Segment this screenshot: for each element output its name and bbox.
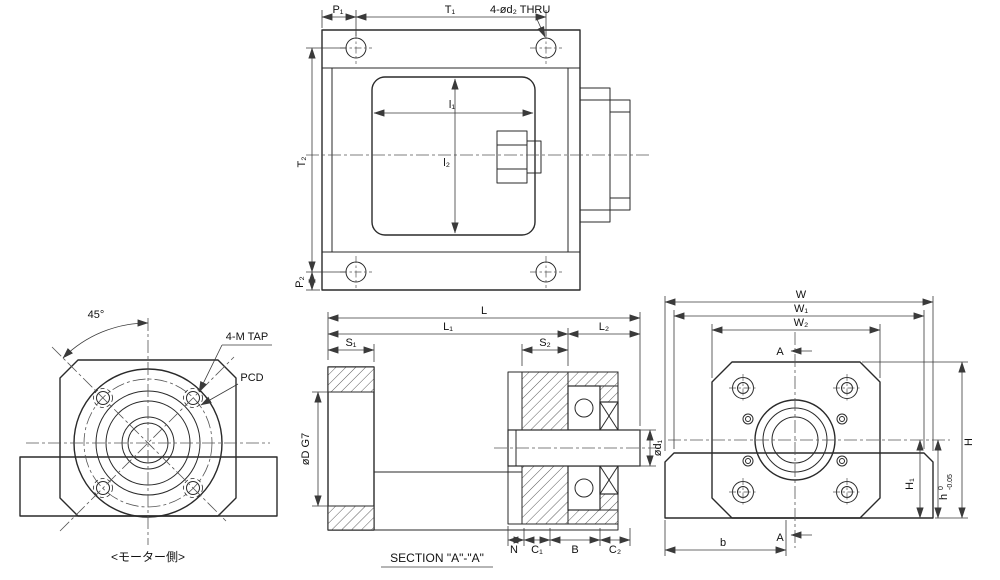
dim-label-L1: L₁ <box>443 321 453 333</box>
dim-label-t2: T₂ <box>296 157 308 168</box>
counterbore-holes <box>729 374 861 506</box>
dim-label-d1: ød₁ <box>652 439 664 456</box>
top-view: P₁ T₁ 4-ød₂ THRU T₂ P₂ l₁ l₂ <box>294 4 652 291</box>
dim-label-N: N <box>510 544 518 556</box>
dim-label-45deg: 45° <box>88 309 105 321</box>
dim-label-W2: W₂ <box>794 317 809 329</box>
dim-label-p1: P₁ <box>332 4 343 16</box>
dim-label-S2: S₂ <box>539 337 551 349</box>
dim-label-l1: l₁ <box>449 99 455 111</box>
bearing-section <box>567 385 619 511</box>
callout-tap: 4-M TAP <box>226 331 268 343</box>
dim-label-t1: T₁ <box>445 4 456 16</box>
caption-section: SECTION "A"-"A" <box>390 551 484 565</box>
dim-label-l2: l₂ <box>443 157 450 169</box>
callout-pcd: PCD <box>240 372 263 384</box>
bearing-ball <box>574 478 594 498</box>
dim-label-H1: H₁ <box>904 478 916 490</box>
dim-label-W1: W₁ <box>794 303 808 315</box>
section-view: L L₁ L₂ S₁ S₂ øD G7 ød₁ N C₁ B C₂ SECTIO… <box>300 305 664 568</box>
front-view-motor-side: 45° 4-M TAP PCD <モーター側> <box>19 309 278 564</box>
flange-outline <box>711 361 881 519</box>
tap-holes <box>93 388 203 498</box>
h-tolerance-lower: -0.05 <box>947 474 954 490</box>
dim-label-h-tolerance: h 0 -0.05 <box>938 474 954 500</box>
dim-label-L2: L₂ <box>599 321 609 333</box>
housing-body-outline <box>371 76 536 236</box>
dim-label-L: L <box>481 305 487 317</box>
dim-label-H: H <box>963 438 975 446</box>
h-tolerance-upper: 0 <box>938 486 945 490</box>
side-view: W W₁ W₂ A A H H₁ h 0 -0.05 b <box>664 289 975 556</box>
clamp-detail <box>496 130 528 184</box>
small-holes <box>742 413 848 467</box>
bearing-ball <box>574 398 594 418</box>
section-label-A-bottom: A <box>776 532 784 544</box>
flange-outline <box>59 359 237 517</box>
dim-label-C1: C₁ <box>531 544 543 556</box>
shaft-section <box>507 429 641 467</box>
dim-label-B: B <box>571 544 578 556</box>
section-label-A-top: A <box>776 346 784 358</box>
dim-label-DG7: øD G7 <box>300 433 312 465</box>
dim-label-p2: P₂ <box>294 276 306 288</box>
base-outline <box>664 452 934 519</box>
dim-label-S1: S₁ <box>345 337 356 349</box>
dim-label-thru: 4-ød₂ THRU <box>490 4 550 16</box>
dim-label-h: h <box>938 494 950 500</box>
dim-label-W: W <box>796 289 807 301</box>
dim-label-b: b <box>720 537 726 549</box>
caption-motor-side: <モーター側> <box>111 550 185 564</box>
dim-label-C2: C₂ <box>609 544 621 556</box>
